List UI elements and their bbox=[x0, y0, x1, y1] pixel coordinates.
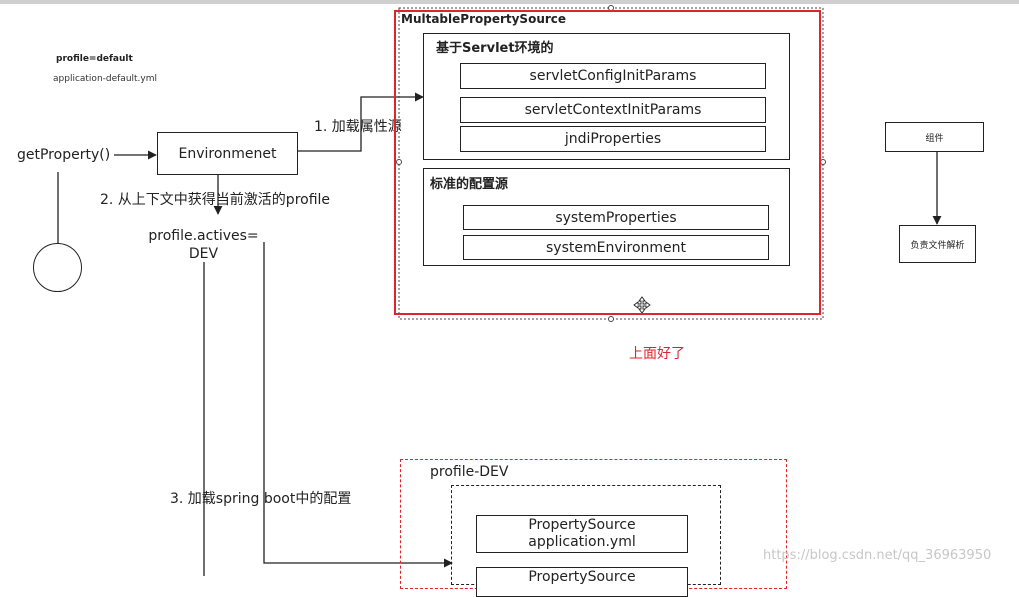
edge-label-load-spring-boot-config: 3. 加载spring boot中的配置 bbox=[170, 491, 352, 507]
mutable-property-source-title: MultablePropertySource bbox=[401, 12, 567, 26]
environment-label: Environmenet bbox=[178, 145, 277, 162]
jndi-properties[interactable]: jndiProperties bbox=[460, 126, 766, 152]
arrow-load-property-source bbox=[298, 92, 424, 152]
standard-group-title: 标准的配置源 bbox=[430, 177, 509, 192]
arrow-load-spring-boot-config bbox=[263, 242, 453, 568]
property-source-line2: application.yml bbox=[528, 534, 636, 550]
property-source-second-label: PropertySource bbox=[528, 569, 636, 585]
watermark: https://blog.csdn.net/qq_36963950 bbox=[763, 548, 992, 563]
standard-item-label: systemProperties bbox=[555, 209, 677, 226]
start-circle[interactable] bbox=[33, 243, 82, 292]
annotation-text: 上面好了 bbox=[629, 346, 685, 362]
edge-label-load-property-source: 1. 加载属性源 bbox=[314, 119, 402, 135]
profile-actives-label: profile.actives= DEV bbox=[146, 227, 261, 263]
environment-box[interactable]: Environmenet bbox=[157, 132, 298, 175]
component-label: 组件 bbox=[925, 133, 944, 144]
mutable-property-source-frame[interactable] bbox=[394, 10, 821, 315]
selection-handle[interactable] bbox=[396, 159, 402, 165]
servlet-config-init-params[interactable]: servletConfigInitParams bbox=[460, 63, 766, 89]
profile-dev-title: profile-DEV bbox=[430, 464, 509, 480]
servlet-item-label: servletConfigInitParams bbox=[529, 68, 697, 84]
profile-actives-line1: profile.actives= bbox=[148, 228, 259, 244]
selection-handle[interactable] bbox=[820, 159, 826, 165]
property-source-line1: PropertySource bbox=[528, 517, 636, 533]
component-box[interactable]: 组件 bbox=[885, 122, 984, 152]
servlet-item-label: jndiProperties bbox=[564, 131, 662, 147]
selection-handle[interactable] bbox=[608, 316, 614, 322]
system-environment[interactable]: systemEnvironment bbox=[463, 235, 769, 260]
edge-label-get-active-profile: 2. 从上下文中获得当前激活的profile bbox=[100, 192, 331, 208]
property-source-second[interactable]: PropertySource bbox=[476, 567, 688, 597]
property-source-application-yml[interactable]: PropertySource application.yml bbox=[476, 515, 688, 553]
config-parser-label: 负责文件解析 bbox=[910, 240, 965, 251]
top-bar bbox=[0, 0, 1019, 4]
config-parser-box[interactable]: 负责文件解析 bbox=[899, 225, 976, 263]
servlet-context-init-params[interactable]: servletContextInitParams bbox=[460, 97, 766, 123]
servlet-group-title: 基于Servlet环境的 bbox=[436, 41, 554, 56]
note-application-default: application-default.yml bbox=[53, 74, 158, 84]
get-property-label: getProperty() bbox=[17, 147, 111, 163]
note-profile-default: profile=default bbox=[56, 54, 133, 64]
profile-actives-line2: DEV bbox=[188, 246, 219, 262]
system-properties[interactable]: systemProperties bbox=[463, 205, 769, 230]
standard-item-label: systemEnvironment bbox=[545, 239, 686, 256]
servlet-item-label: servletContextInitParams bbox=[524, 102, 702, 118]
